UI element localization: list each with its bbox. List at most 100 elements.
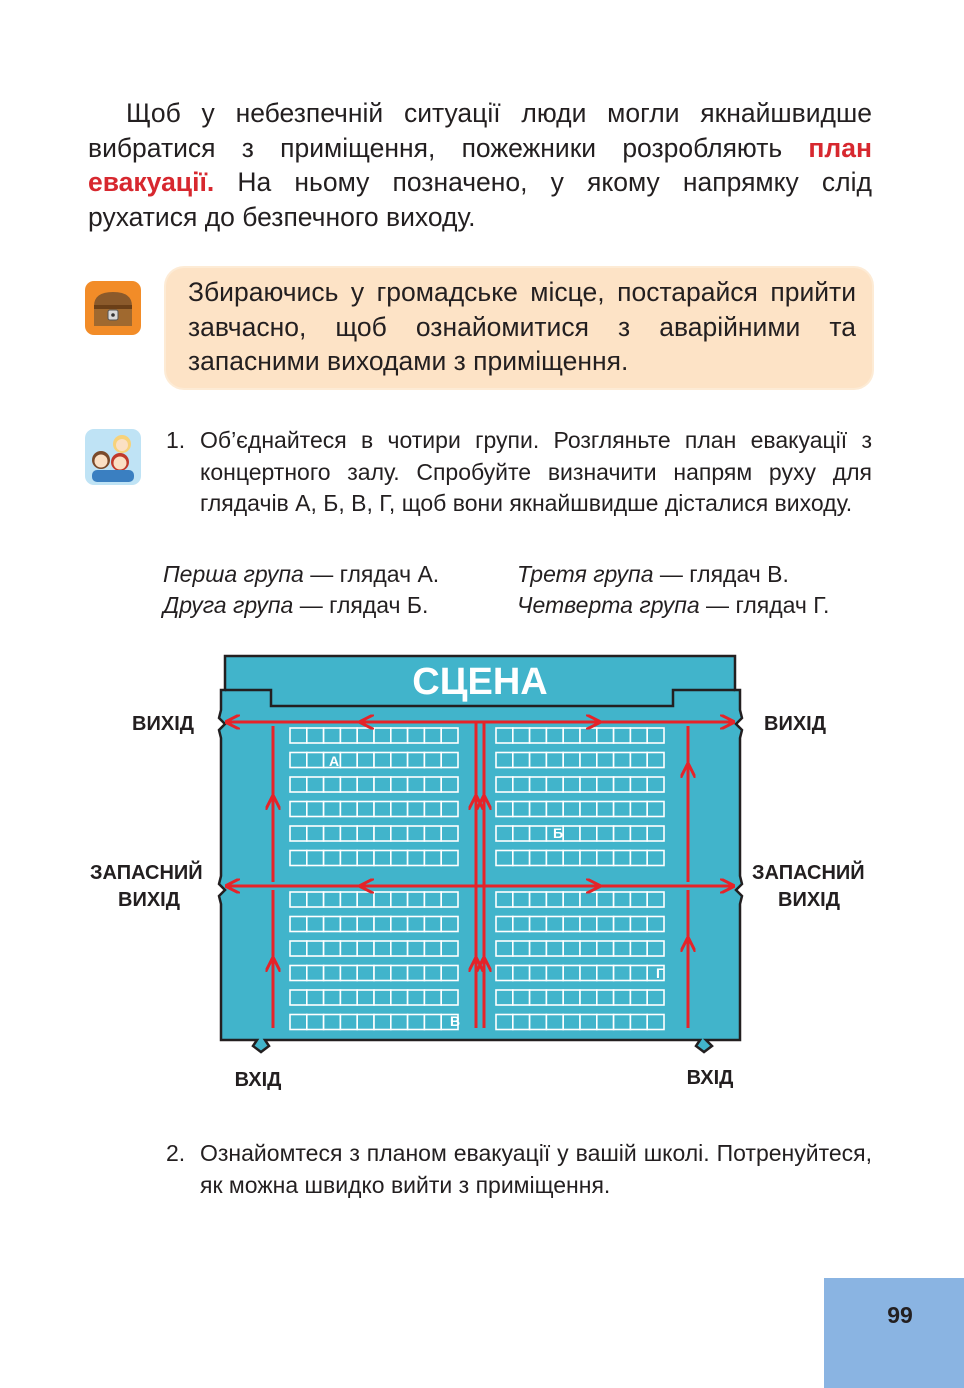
seat — [528, 727, 548, 744]
seat — [511, 1013, 531, 1031]
task-2-number: 2. — [166, 1140, 186, 1166]
seat — [545, 891, 564, 908]
seat — [373, 800, 392, 818]
seat — [595, 989, 615, 1006]
stage-label: СЦЕНА — [412, 661, 547, 703]
seat — [423, 727, 442, 744]
seat — [423, 825, 442, 842]
seat — [612, 776, 632, 793]
seat — [423, 940, 442, 957]
seat — [423, 891, 442, 908]
seat — [423, 964, 442, 982]
seat — [528, 751, 548, 769]
seat — [373, 989, 392, 1006]
seat — [595, 891, 615, 908]
seat — [373, 751, 392, 769]
seat — [595, 940, 615, 957]
seat — [511, 825, 531, 842]
seat — [495, 776, 514, 793]
seat — [545, 964, 564, 982]
seat — [562, 964, 581, 982]
seat — [322, 727, 342, 744]
spare-exit-right-line1: ЗАПАСНИЙ — [752, 860, 865, 884]
seat — [629, 727, 649, 744]
entrance-left-label: ВХІД — [235, 1069, 282, 1091]
seat — [629, 751, 649, 769]
seat — [579, 1013, 598, 1031]
seat — [545, 751, 564, 769]
page-number: 99 — [887, 1302, 913, 1328]
seat — [629, 964, 649, 982]
seat — [356, 940, 375, 957]
seat — [373, 776, 392, 793]
treasure-chest-icon — [85, 281, 141, 335]
seat — [595, 964, 615, 982]
seat — [306, 727, 325, 744]
seat — [579, 964, 598, 982]
task-1-number: 1. — [166, 427, 186, 453]
seat — [579, 915, 598, 933]
seat — [646, 825, 665, 842]
seat — [440, 891, 459, 908]
seat — [612, 727, 632, 744]
seat — [440, 989, 459, 1006]
seat-label-b: Б — [553, 825, 563, 841]
seat-label-v: В — [450, 1013, 460, 1029]
seat — [306, 891, 325, 908]
seat — [629, 989, 649, 1006]
seat — [322, 964, 342, 982]
intro-paragraph: Щоб у небезпечній ситуації люди могли як… — [88, 96, 872, 234]
evacuation-plan-term: план евакуації. — [88, 132, 872, 198]
seat — [612, 989, 632, 1006]
seat — [389, 727, 409, 744]
seat — [595, 1013, 615, 1031]
task-1: 1. Об’єднайтеся в чотири групи. Розглянь… — [166, 425, 872, 520]
task-2: 2. Ознайомтеся з планом евакуації у ваші… — [166, 1138, 872, 1201]
seat — [629, 776, 649, 793]
seat — [595, 825, 615, 842]
seat — [646, 989, 665, 1006]
seat — [511, 727, 531, 744]
seat — [528, 891, 548, 908]
seat — [322, 1013, 342, 1031]
seat — [322, 891, 342, 908]
seat — [495, 891, 514, 908]
seat — [339, 776, 358, 793]
seat — [289, 800, 308, 818]
spare-exit-left-line2: ВИХІД — [118, 889, 180, 911]
seat — [389, 940, 409, 957]
seat — [545, 776, 564, 793]
seat — [406, 849, 426, 867]
seat — [545, 727, 564, 744]
group-assignment-3: Третя група — глядач В. — [517, 561, 789, 587]
seat — [339, 800, 358, 818]
seat — [562, 1013, 581, 1031]
seat — [406, 776, 426, 793]
seat — [579, 940, 598, 957]
seat — [562, 751, 581, 769]
seat — [545, 940, 564, 957]
seat — [545, 1013, 564, 1031]
seat — [339, 849, 358, 867]
seat — [339, 727, 358, 744]
seat — [495, 751, 514, 769]
seat — [406, 825, 426, 842]
seat — [373, 825, 392, 842]
seat — [356, 849, 375, 867]
seat — [356, 891, 375, 908]
seat — [595, 800, 615, 818]
seat — [511, 776, 531, 793]
seat — [612, 915, 632, 933]
seat — [495, 800, 514, 818]
seat — [356, 776, 375, 793]
seat — [579, 776, 598, 793]
seat — [289, 891, 308, 908]
seat — [528, 849, 548, 867]
seat — [440, 849, 459, 867]
seat — [356, 825, 375, 842]
seat — [612, 849, 632, 867]
seat — [322, 776, 342, 793]
seat — [528, 964, 548, 982]
seat — [511, 940, 531, 957]
seat — [423, 989, 442, 1006]
